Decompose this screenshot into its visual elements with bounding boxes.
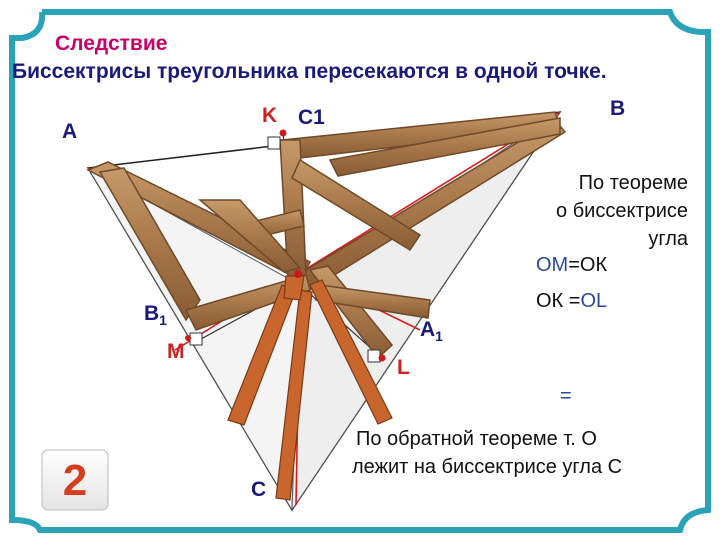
point-k (279, 129, 287, 137)
point-l (378, 354, 386, 362)
proof-line-1: По теореме (578, 172, 688, 194)
slide-frame (9, 9, 711, 533)
slide-number: 2 (62, 456, 88, 505)
label-m: М (167, 340, 185, 363)
point-m (185, 335, 191, 341)
label-k: K (262, 104, 278, 127)
conclusion-line-2: лежит на биссектрисе угла С (352, 456, 623, 478)
label-b1: В1 (144, 302, 167, 329)
slide-number-badge (41, 449, 109, 511)
proof-line-2: о биссектрисе (556, 200, 688, 222)
conclusion-line-1: По обратной теореме т. О (356, 428, 597, 450)
corollary-statement: Биссектрисы треугольника пересекаются в … (12, 60, 607, 83)
corollary-heading: Следствие (55, 32, 168, 55)
vertex-points (185, 129, 386, 362)
label-a1: А1 (420, 318, 443, 345)
point-o (294, 270, 302, 278)
orange-legs (227, 275, 393, 501)
equality-om-ok: ОМ=ОК (536, 254, 608, 276)
label-b: В (610, 97, 626, 120)
right-angle-marks (189, 136, 381, 363)
wooden-beams (86, 111, 567, 360)
label-a: А (62, 120, 78, 143)
label-c1: С1 (298, 106, 325, 129)
equals-sign: = (560, 385, 572, 407)
proof-line-3: угла (648, 228, 688, 250)
equality-ok-ol: ОК =OL (536, 290, 608, 312)
label-l: L (397, 356, 410, 379)
label-c: С (251, 478, 267, 501)
